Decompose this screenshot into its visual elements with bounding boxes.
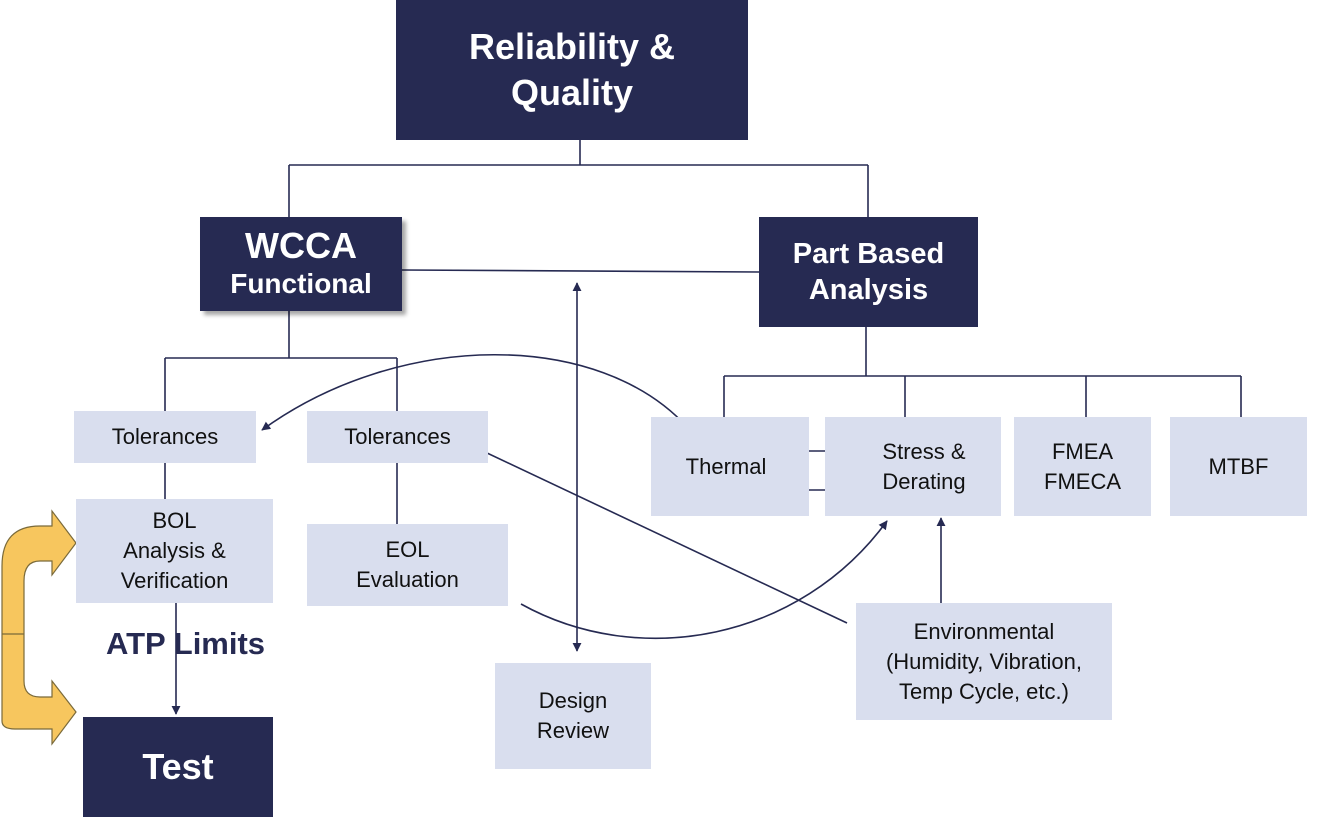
node-line: Thermal [685,453,767,479]
part-based-analysis-node: Part Based Analysis [759,217,978,327]
atp-limits-label: ATP Limits [106,626,266,661]
node-line: Derating [882,468,966,494]
node-line: Design [538,688,608,713]
node-line: Evaluation [356,567,459,592]
arrow-eol-stress [520,520,888,640]
design-review-node: Design Review [495,663,651,769]
node-line: Verification [120,568,229,593]
node-line: Test [142,746,214,787]
curved-loop-arrow-icon [1,509,77,746]
arrow-thermal-tolerances [261,354,689,431]
node-line: Environmental [913,618,1055,644]
environmental-node: Environmental (Humidity, Vibration, Temp… [856,603,1112,720]
tolerances-right-node: Tolerances [307,411,488,463]
thermal-node: Thermal [651,417,809,516]
eol-evaluation-node: EOL Evaluation [307,524,508,606]
fmea-fmeca-node: FMEA FMECA [1014,417,1151,516]
connector-wcca-part [401,269,760,273]
tolerances-left-node: Tolerances [74,411,256,463]
node-line: Tolerances [344,424,451,449]
node-line: Tolerances [111,424,219,449]
node-line: Stress & [882,438,966,464]
arrow-environmental-tolerances [467,443,848,624]
reliability-quality-node: Reliability & Quality [396,0,748,140]
mtbf-node: MTBF [1170,417,1307,516]
node-line: Review [536,718,610,743]
node-line: BOL [152,508,197,533]
node-line: Quality [510,72,634,113]
node-line: Temp Cycle, etc.) [899,678,1069,704]
node-line: MTBF [1208,453,1269,479]
bol-analysis-node: BOL Analysis & Verification [76,499,273,603]
node-line: WCCA [245,225,357,266]
node-line: FMECA [1044,468,1121,494]
node-line: FMEA [1051,438,1114,464]
wcca-functional-node: WCCA Functional [200,217,402,311]
stress-derating-node: Stress & Derating [825,417,1001,516]
node-line: Analysis & [123,538,226,563]
node-line: Analysis [808,274,929,306]
node-line: Functional [230,268,372,299]
node-line: (Humidity, Vibration, [885,648,1083,674]
node-line: Part Based [792,238,945,270]
node-line: Reliability & [468,26,676,67]
node-line: EOL [385,537,430,562]
test-node: Test [83,717,273,817]
